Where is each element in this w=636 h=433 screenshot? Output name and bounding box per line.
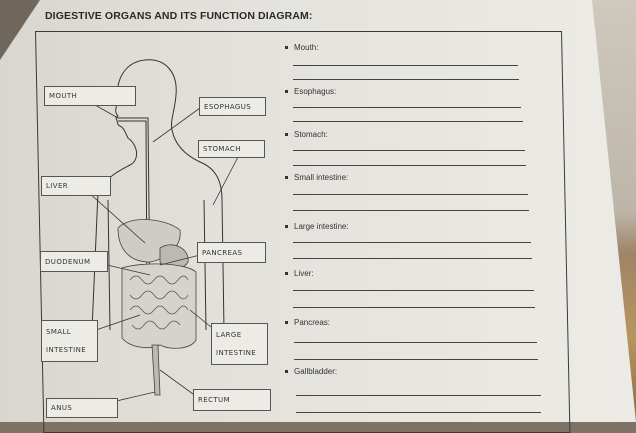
bullet-icon xyxy=(285,176,288,180)
answer-line-pancreas-2[interactable] xyxy=(294,359,538,361)
answer-line-stomach-1[interactable] xyxy=(293,150,525,152)
question-label: Esophagus: xyxy=(294,87,337,96)
bullet-icon xyxy=(285,133,288,137)
shadow xyxy=(0,0,40,60)
label-mouth: MOUTH xyxy=(44,86,136,106)
answer-line-esophagus-2[interactable] xyxy=(293,121,523,123)
question-large-intestine: Large intestine: xyxy=(285,222,349,231)
answer-line-liver-2[interactable] xyxy=(293,307,535,309)
label-duodenum: DUODENUM xyxy=(40,251,108,272)
label-large-intestine: LARGE INTESTINE xyxy=(211,323,268,365)
bullet-icon xyxy=(285,46,288,50)
label-rectum: RECTUM xyxy=(193,389,271,411)
label-liver: LIVER xyxy=(41,176,111,196)
answer-line-mouth-1[interactable] xyxy=(293,65,518,67)
question-label: Gallbladder: xyxy=(294,367,338,376)
bullet-icon xyxy=(285,225,288,229)
question-label: Liver: xyxy=(294,269,314,278)
bullet-icon xyxy=(285,321,288,325)
question-label: Large intestine: xyxy=(294,222,349,231)
question-label: Small intestine: xyxy=(294,173,349,182)
answer-line-gallbladder-2[interactable] xyxy=(296,412,541,414)
answer-line-small-intestine-1[interactable] xyxy=(293,194,528,196)
question-pancreas: Pancreas: xyxy=(285,318,330,327)
question-mouth: Mouth: xyxy=(285,43,318,52)
label-esophagus: ESOPHAGUS xyxy=(199,97,266,116)
answer-line-large-intestine-2[interactable] xyxy=(293,258,532,260)
digestive-system-illustration xyxy=(87,59,239,403)
question-small-intestine: Small intestine: xyxy=(285,173,348,182)
question-gallbladder: Gallbladder: xyxy=(285,367,337,376)
answer-line-pancreas-1[interactable] xyxy=(294,342,537,344)
label-pancreas: PANCREAS xyxy=(197,242,266,263)
question-label: Pancreas: xyxy=(294,318,331,327)
worksheet-title: DIGESTIVE ORGANS AND ITS FUNCTION DIAGRA… xyxy=(45,10,313,22)
answer-line-stomach-2[interactable] xyxy=(293,165,526,167)
answer-line-mouth-2[interactable] xyxy=(293,79,519,81)
answer-line-gallbladder-1[interactable] xyxy=(296,395,541,397)
question-label: Mouth: xyxy=(294,43,319,52)
label-stomach: STOMACH xyxy=(198,140,265,158)
bullet-icon xyxy=(285,90,288,94)
answer-line-large-intestine-1[interactable] xyxy=(293,242,531,244)
answer-line-esophagus-1[interactable] xyxy=(293,107,521,109)
answer-line-liver-1[interactable] xyxy=(293,290,534,292)
question-stomach: Stomach: xyxy=(285,130,328,139)
question-label: Stomach: xyxy=(294,130,328,139)
label-small-intestine: SMALL INTESTINE xyxy=(41,320,98,362)
label-anus: ANUS xyxy=(46,398,118,418)
bullet-icon xyxy=(285,370,288,374)
answer-line-small-intestine-2[interactable] xyxy=(293,210,529,212)
bullet-icon xyxy=(285,272,288,276)
question-liver: Liver: xyxy=(285,269,314,278)
question-esophagus: Esophagus: xyxy=(285,87,336,96)
